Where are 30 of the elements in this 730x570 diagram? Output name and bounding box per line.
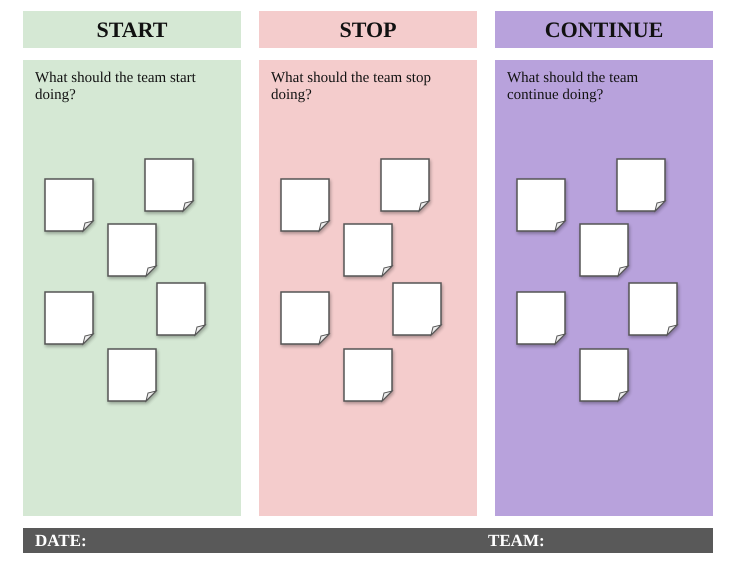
sticky-note <box>343 223 393 277</box>
question-text: What should the team continue doing? <box>507 70 640 104</box>
column-panel <box>259 60 477 516</box>
sticky-note <box>516 291 566 345</box>
sticky-note <box>516 178 566 232</box>
question-text: What should the team stop doing? <box>271 70 432 104</box>
sticky-note <box>579 223 629 277</box>
sticky-note <box>392 282 442 336</box>
field-label: DATE: <box>35 531 87 551</box>
sticky-note <box>280 178 330 232</box>
column-header: CONTINUE <box>495 11 713 48</box>
sticky-note <box>107 348 157 402</box>
footer-bar <box>23 528 713 553</box>
sticky-note <box>44 178 94 232</box>
column-header: STOP <box>259 11 477 48</box>
sticky-note <box>616 158 666 212</box>
sticky-note <box>156 282 206 336</box>
sticky-note <box>579 348 629 402</box>
sticky-note <box>44 291 94 345</box>
sticky-note <box>280 291 330 345</box>
question-text: What should the team start doing? <box>35 70 197 104</box>
sticky-note <box>380 158 430 212</box>
column-panel <box>23 60 241 516</box>
column-panel <box>495 60 713 516</box>
sticky-note <box>107 223 157 277</box>
sticky-note <box>144 158 194 212</box>
sticky-note <box>343 348 393 402</box>
field-label: TEAM: <box>488 531 545 551</box>
sticky-note <box>628 282 678 336</box>
column-header: START <box>23 11 241 48</box>
